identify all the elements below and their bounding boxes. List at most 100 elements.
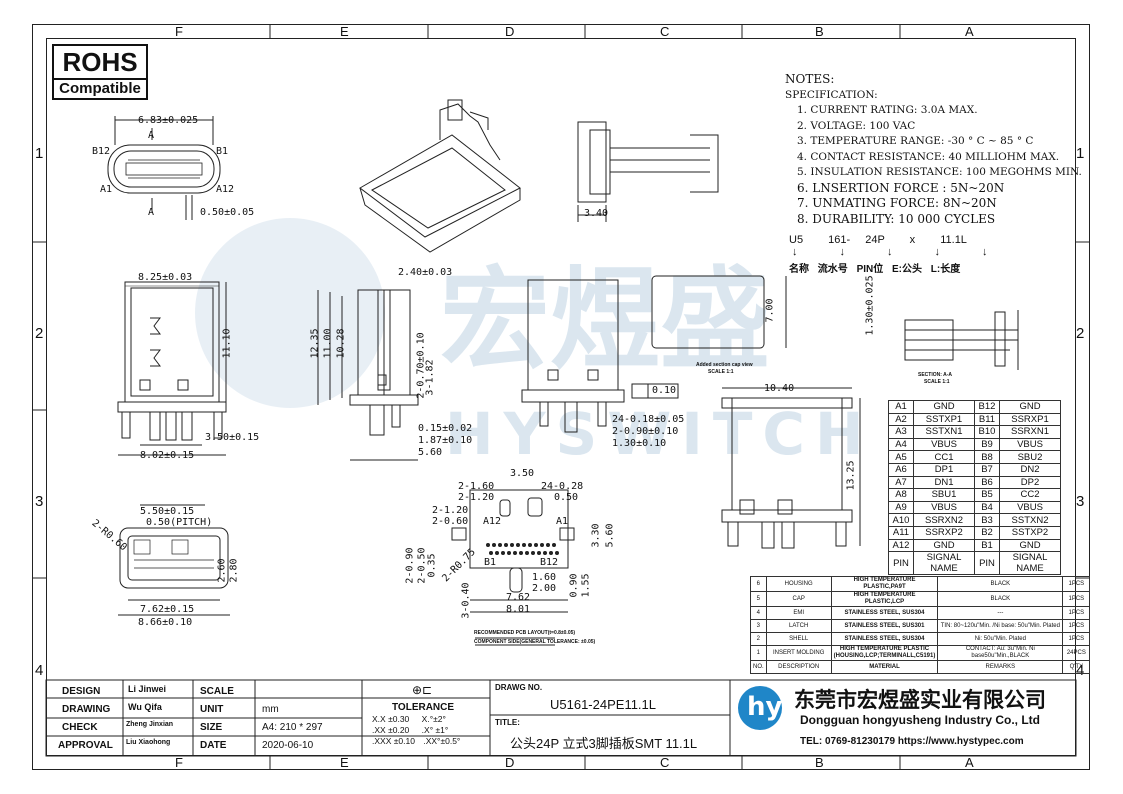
zone-bottom-d: D [505, 755, 515, 770]
pcb-note-1: RECOMMENDED PCB LAYOUT(t=0.8±0.05) [474, 630, 576, 636]
company-contact: TEL: 0769-81230179 https://www.hystypec.… [800, 736, 1024, 747]
code-part: 161- [828, 234, 851, 246]
watermark-en: HYSWITCH [445, 400, 874, 468]
pin-label-b1: B1 [216, 146, 229, 157]
pcb-dim-6: 2-1.20 [432, 505, 469, 516]
zone-top-e: E [340, 24, 349, 39]
dim-body-width: 10.40 [764, 383, 795, 394]
watermark-cn: 宏煜盛 [440, 256, 770, 384]
tb-label-approval: APPROVAL [58, 740, 113, 751]
outer-frame [32, 24, 1090, 770]
zone-top-b: B [815, 24, 824, 39]
tb-label-design: DESIGN [62, 686, 101, 697]
note-item: 8. DURABILITY: 10 000 CYCLES [797, 211, 996, 226]
bom-cell: MATERIAL [830, 660, 939, 674]
tb-key-date: DATE [200, 740, 227, 751]
pcb-dim-5: 0.50 [554, 492, 579, 503]
zone-top-c: C [660, 24, 670, 39]
dim-bottom-width: 5.50±0.15 [140, 506, 195, 517]
zone-bottom-b: B [815, 755, 824, 770]
tol-linear: ±0.30 [388, 714, 410, 724]
note-item: 5. INSULATION RESISTANCE: 100 MEGOHMS MI… [797, 166, 1082, 178]
pcb-dim-24: 8.01 [506, 604, 531, 615]
bom-cell: REMARKS [937, 660, 1064, 674]
pin-cell: PIN [974, 551, 1000, 576]
zone-right-1: 1 [1076, 145, 1085, 162]
dim-ground-pins: 2-0.90±0.10 [612, 426, 679, 437]
caption-scale-1: SCALE 1:1 [708, 369, 734, 375]
pin-cell: SIGNAL NAME [999, 551, 1061, 576]
pcb-dim-4: 24-0.28 [541, 481, 584, 492]
company-logo-icon: hy [738, 686, 782, 730]
zone-right-2: 2 [1076, 325, 1085, 342]
tolerance-title: TOLERANCE [392, 702, 455, 713]
note-item: 4. CONTACT RESISTANCE: 40 MILLIOHM MAX. [797, 150, 1060, 163]
zone-right-3: 3 [1076, 493, 1085, 510]
code-desc: PIN位 [856, 264, 884, 275]
tb-name-design: Li Jinwei [128, 684, 167, 694]
zone-bottom-f: F [175, 755, 183, 770]
rohs-badge: ROHS Compatible [52, 44, 148, 100]
tb-value-size: A4: 210 * 297 [262, 722, 323, 733]
dim-foot-width: 8.02±0.15 [140, 450, 195, 461]
pin-label-b12: B12 [92, 146, 111, 157]
section-marker-a-top: A [148, 130, 155, 141]
code-desc: 流水号 [817, 264, 848, 275]
zone-bottom-e: E [340, 755, 349, 770]
zone-left-4: 4 [35, 662, 44, 679]
code-part: 11.1L [940, 234, 967, 246]
drawing-title: 公头24P 立式3脚插板SMT 11.1L [510, 736, 698, 751]
dim-depth: 3.40 [584, 208, 609, 219]
code-desc-row: 名称 流水号 PIN位 E:公头 L:长度 [789, 260, 960, 275]
bom-cell: 1PCS [1062, 606, 1091, 620]
tb-value-date: 2020-06-10 [262, 740, 314, 751]
flatness-value: 0.10 [652, 385, 677, 396]
dim-side-depth: 5.60 [418, 447, 443, 458]
dim-side-thickness: 2.40±0.03 [398, 267, 453, 278]
tol-class: .XX [372, 725, 386, 735]
tol-angular: .XX°±0.5° [423, 736, 461, 746]
tol-angular: .X° ±1° [421, 725, 449, 735]
zone-bottom-a: A [965, 755, 974, 770]
note-item: 1. CURRENT RATING: 3.0A MAX. [797, 104, 978, 116]
drawing-number: U5161-24PE11.1L [550, 697, 657, 712]
caption-scale-2: SCALE 1:1 [924, 379, 950, 385]
bom-cell: Q'TY [1062, 660, 1091, 674]
pcb-dim-7: 2-0.60 [432, 516, 469, 527]
pcb-note-2: COMPONENT SIDE(GENERAL TOLERANCE: ±0.05) [474, 639, 596, 645]
zone-top-d: D [505, 24, 515, 39]
notes-spec-heading: SPECIFICATION: [785, 88, 878, 101]
zone-left-1: 1 [35, 145, 44, 162]
note-item: 3. TEMPERATURE RANGE: -30 ° C ~ 85 ° C [797, 135, 1034, 147]
tb-name-check: Zheng Jinxian [126, 721, 174, 728]
zone-bottom-c: C [660, 755, 670, 770]
dim-bottom-span: 7.62±0.15 [140, 604, 195, 615]
tb-label-drawing: DRAWING [62, 704, 111, 715]
pcb-label-a12: A12 [483, 516, 502, 527]
pin-cell: PIN [888, 551, 914, 576]
rohs-title: ROHS [54, 46, 146, 80]
projection-symbol-icon: ⊕⊏ [412, 683, 433, 697]
zone-top-f: F [175, 24, 183, 39]
zone-top-a: A [965, 24, 974, 39]
tol-class: .XXX [372, 736, 392, 746]
dim-shell-width: 8.25±0.03 [138, 272, 193, 283]
caption-cap-view: Added section cap view [696, 362, 753, 368]
tb-label-check: CHECK [62, 722, 98, 733]
pcb-label-b1: B1 [484, 557, 497, 568]
tol-linear: ±0.10 [393, 736, 415, 746]
title-label: TITLE: [495, 718, 520, 727]
